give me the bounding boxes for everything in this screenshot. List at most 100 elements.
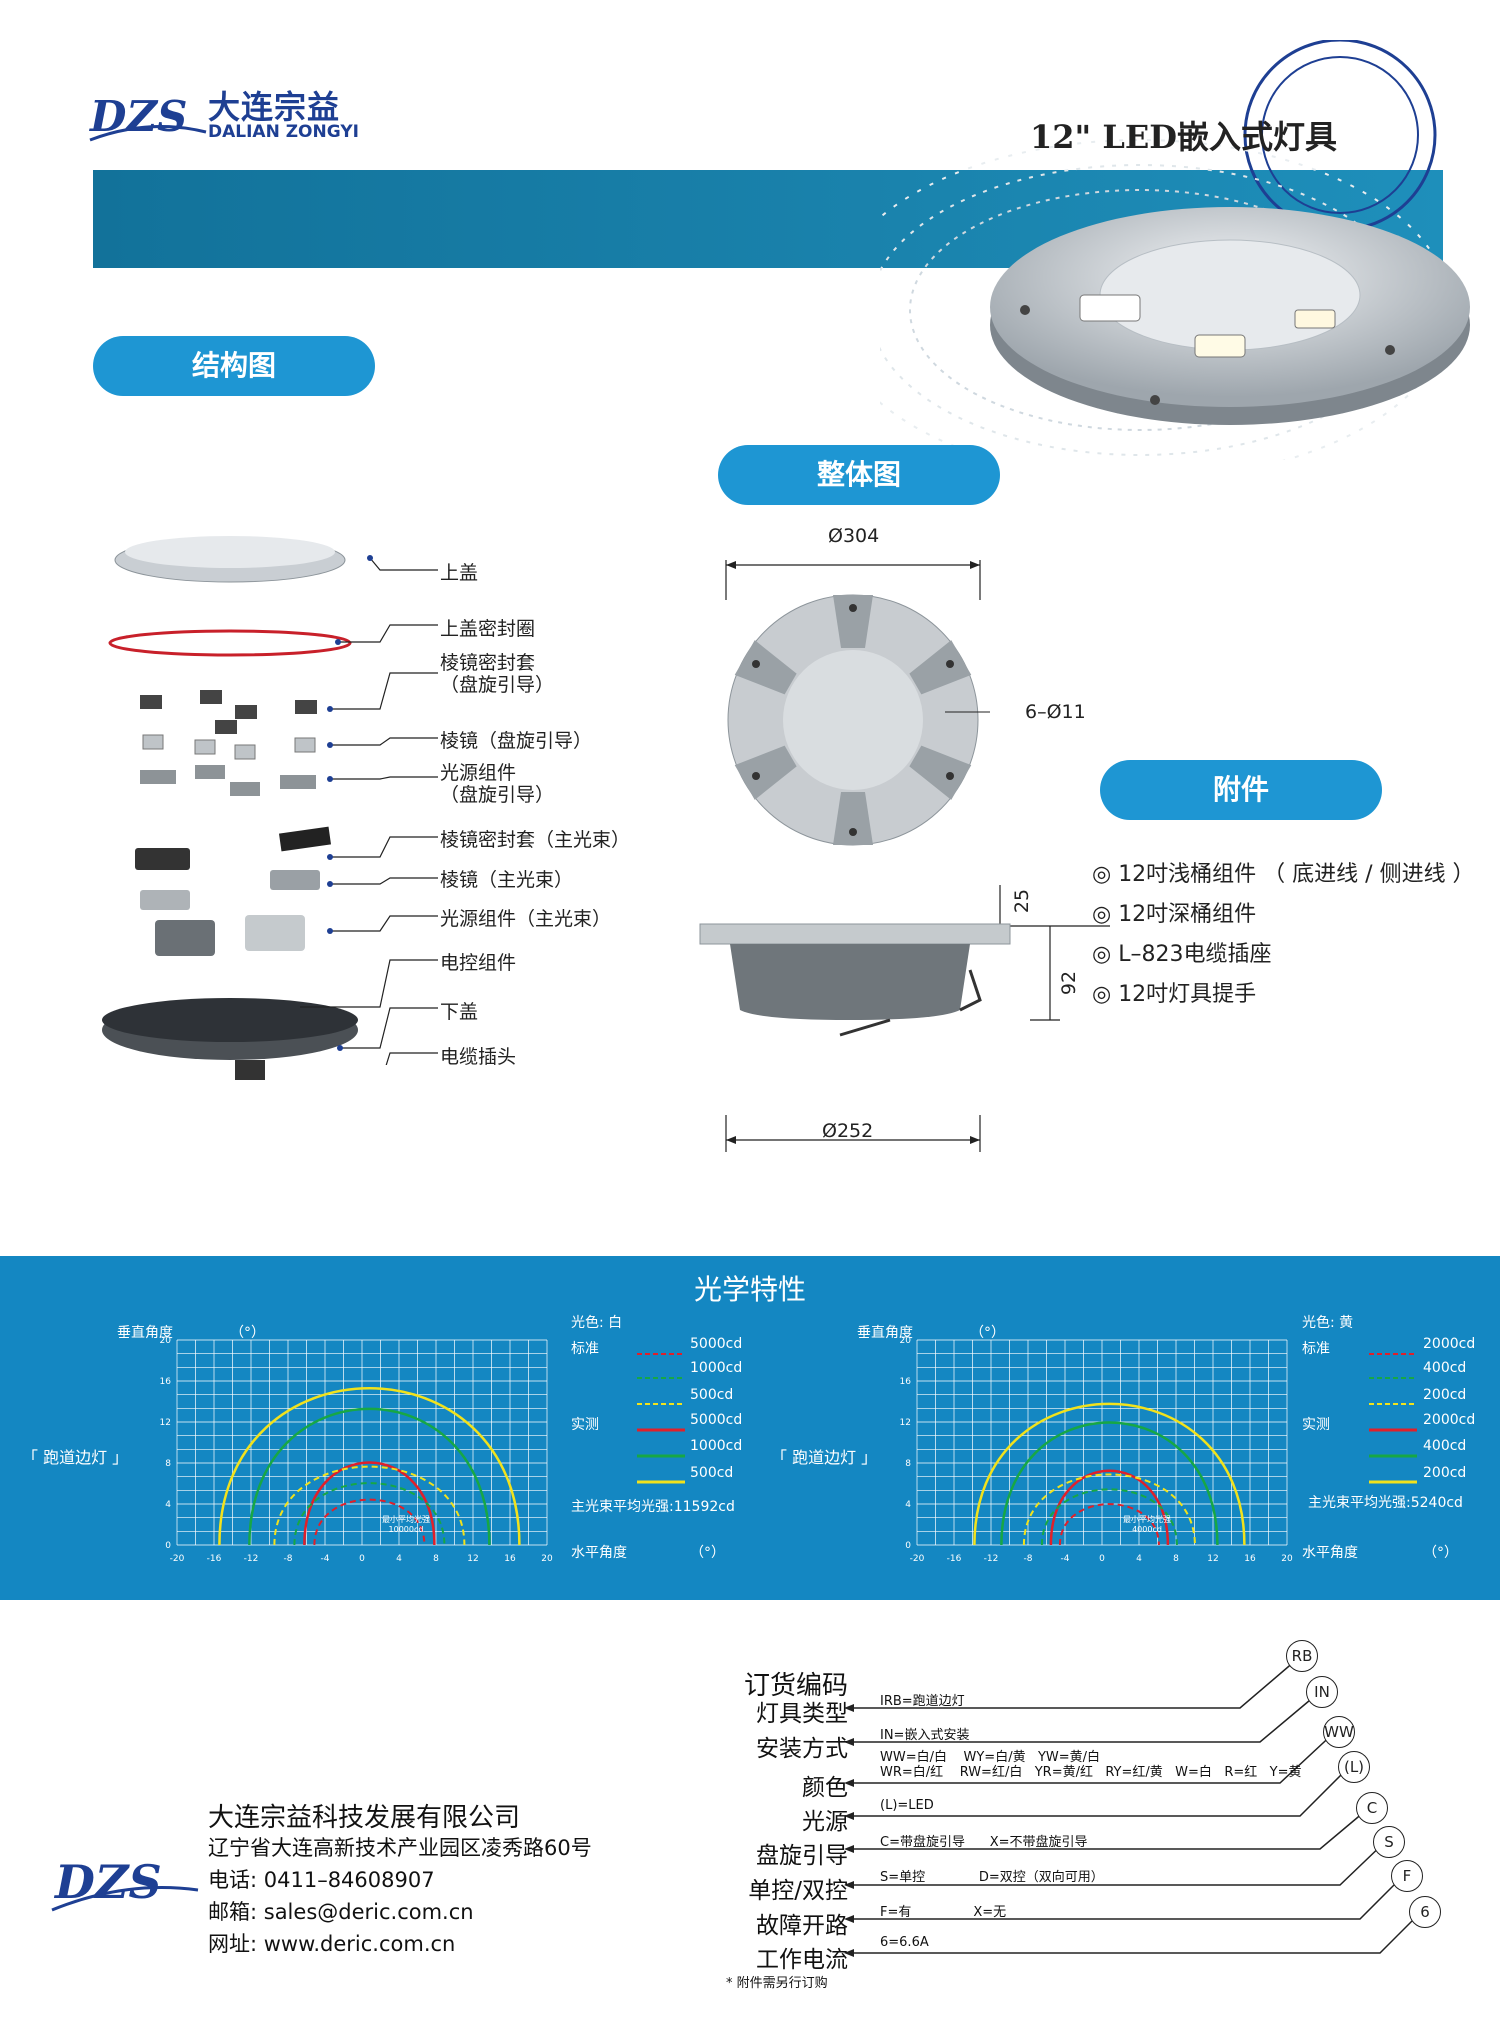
side-label: 「 跑道边灯 」 — [22, 1448, 129, 1467]
standard-label: 标准 — [571, 1341, 599, 1357]
center-note-1: 最小平均光强 — [1123, 1515, 1171, 1524]
side-label: 「 跑道边灯 」 — [771, 1448, 878, 1467]
part-label-3: 棱镜密封套 （盘旋引导） — [440, 652, 555, 696]
curve-standard-low — [1022, 1473, 1196, 1546]
brand-name-en: DALIAN ZONGYI — [208, 122, 359, 142]
accessory-1: ◎ 12吋浅桶组件 （ 底进线 / 侧进线 ） — [1092, 862, 1475, 887]
x-tick-label: -12 — [244, 1554, 259, 1564]
leader-lines — [300, 555, 438, 1065]
dim-height-1: 25 — [1011, 888, 1034, 914]
dimension-drawing — [699, 560, 1110, 1152]
order-text-color: WW=白/白 WY=白/黄 YW=黄/白 WR=白/红 RW=红/白 YR=黄/… — [880, 1750, 1302, 1780]
curve-measured-high — [303, 1461, 436, 1546]
code-circle-ww: WW — [1323, 1716, 1355, 1748]
y-tick-label: 4 — [905, 1500, 911, 1510]
measured-label: 实测 — [571, 1417, 599, 1433]
part-label-8: 光源组件（主光束） — [440, 908, 612, 930]
order-text-circling: C=带盘旋引导 X=不带盘旋引导 — [880, 1835, 1088, 1850]
product-image — [990, 207, 1470, 425]
y-tick-label: 8 — [905, 1459, 911, 1469]
order-label-control: 单控/双控 — [748, 1878, 848, 1904]
company-email: 邮箱: sales@deric.com.cn — [208, 1900, 474, 1924]
x-tick-label: 16 — [1244, 1554, 1256, 1564]
curve-measured-mid — [1000, 1421, 1219, 1546]
x-tick-label: 20 — [1281, 1554, 1293, 1564]
x-tick-label: -20 — [910, 1554, 925, 1564]
part-label-7: 棱镜（主光束） — [440, 869, 574, 891]
optics-title: 光学特性 — [693, 1273, 806, 1306]
company-name: 大连宗益科技发展有限公司 — [208, 1803, 521, 1833]
legend-std-3: 500cd — [690, 1387, 734, 1403]
x-tick-label: 8 — [1173, 1554, 1179, 1564]
code-circle-l: (L) — [1338, 1751, 1370, 1783]
x-axis-label: 水平角度 — [1302, 1545, 1358, 1561]
dim-bottom-diameter: Ø252 — [822, 1120, 874, 1142]
order-label-source: 光源 — [802, 1809, 848, 1835]
legend-meas-3: 500cd — [690, 1465, 734, 1481]
color-label: 光色: 白 — [571, 1315, 623, 1331]
x-tick-label: -16 — [947, 1554, 962, 1564]
x-axis-label: 水平角度 — [571, 1545, 627, 1561]
measured-label: 实测 — [1302, 1417, 1330, 1433]
code-circle-6: 6 — [1409, 1896, 1441, 1928]
y-tick-label: 0 — [165, 1541, 171, 1551]
legend-swatches — [637, 1353, 685, 1484]
x-tick-label: 20 — [541, 1554, 553, 1564]
y-tick-label: 4 — [165, 1500, 171, 1510]
x-tick-label: 4 — [1136, 1554, 1142, 1564]
x-tick-label: -20 — [170, 1554, 185, 1564]
order-label-color: 颜色 — [802, 1775, 848, 1801]
standard-label: 标准 — [1302, 1341, 1330, 1357]
legend-std-1: 5000cd — [690, 1336, 743, 1352]
order-code-title: 订货编码 — [743, 1671, 848, 1701]
order-text-fault: F=有 X=无 — [880, 1905, 1007, 1920]
order-footnote: * 附件需另行订购 — [726, 1976, 828, 1991]
order-label-current: 工作电流 — [756, 1947, 848, 1973]
y-unit: （°） — [970, 1325, 1005, 1341]
order-code-leaders — [844, 1654, 1424, 1957]
dim-top-diameter: Ø304 — [828, 525, 880, 547]
legend-swatches — [1369, 1353, 1417, 1484]
part-label-10: 下盖 — [440, 1001, 479, 1023]
legend-std-2: 400cd — [1423, 1360, 1467, 1376]
x-tick-label: -12 — [984, 1554, 999, 1564]
legend-meas-2: 1000cd — [690, 1438, 743, 1454]
dim-height-2: 92 — [1058, 970, 1081, 996]
code-circle-f: F — [1391, 1860, 1423, 1892]
curve-measured-mid — [248, 1407, 491, 1546]
center-note-1: 最小平均光强 — [382, 1515, 430, 1524]
order-label-circling: 盘旋引导 — [756, 1843, 848, 1869]
x-tick-label: 8 — [433, 1554, 439, 1564]
x-tick-label: 0 — [359, 1554, 365, 1564]
code-circle-c: C — [1356, 1792, 1388, 1824]
company-address: 辽宁省大连高新技术产业园区凌秀路60号 — [208, 1836, 592, 1860]
dim-holes: 6–Ø11 — [1025, 701, 1086, 723]
legend-meas-1: 2000cd — [1423, 1412, 1476, 1428]
y-tick-label: 20 — [160, 1336, 172, 1346]
x-tick-label: -4 — [1061, 1554, 1070, 1564]
legend-std-3: 200cd — [1423, 1387, 1467, 1403]
accessory-2: ◎ 12吋深桶组件 — [1092, 902, 1257, 927]
part-label-5: 光源组件 （盘旋引导） — [440, 762, 555, 806]
order-text-install: IN=嵌入式安装 — [880, 1728, 970, 1743]
order-text-source: (L)=LED — [880, 1798, 934, 1813]
code-circle-in: IN — [1306, 1676, 1338, 1708]
company-phone: 电话: 0411–84608907 — [208, 1868, 435, 1892]
order-label-type: 灯具类型 — [756, 1701, 848, 1727]
order-text-control: S=单控 D=双控（双向可用） — [880, 1870, 1104, 1885]
legend-std-2: 1000cd — [690, 1360, 743, 1376]
center-note-2: 10000cd — [388, 1525, 424, 1534]
x-tick-label: 16 — [504, 1554, 516, 1564]
accessory-3: ◎ L–823电缆插座 — [1092, 942, 1272, 967]
x-unit: （°） — [1423, 1545, 1458, 1561]
part-label-2: 上盖密封圈 — [440, 618, 536, 640]
curve-measured-low — [218, 1387, 521, 1546]
order-label-fault: 故障开路 — [756, 1913, 848, 1939]
x-tick-label: 12 — [1207, 1554, 1218, 1564]
y-tick-label: 16 — [900, 1377, 912, 1387]
brand-name-cn: 大连宗益 — [208, 88, 341, 126]
y-axis-label: 垂直角度 — [117, 1325, 173, 1341]
order-text-current: 6=6.6A — [880, 1935, 929, 1950]
color-label: 光色: 黄 — [1302, 1315, 1354, 1331]
